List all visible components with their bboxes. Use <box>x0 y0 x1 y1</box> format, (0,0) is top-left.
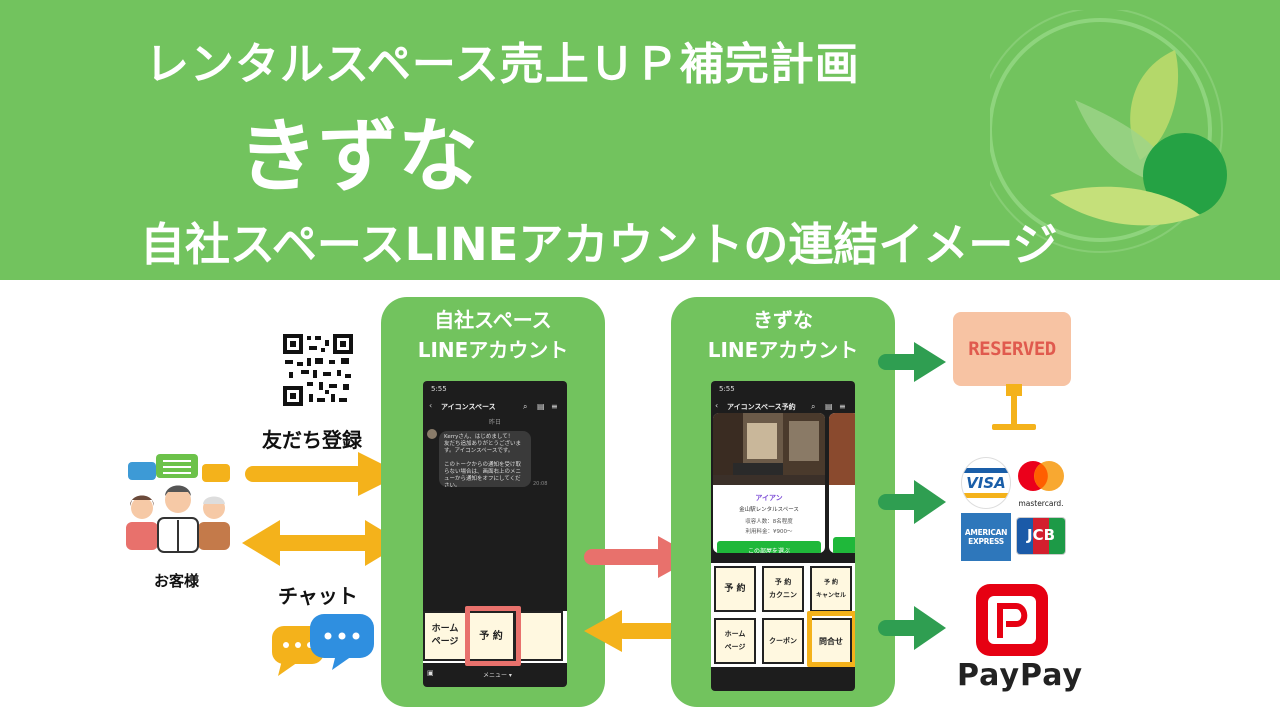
paypay-p-icon <box>988 596 1036 644</box>
keyboard-icon[interactable]: ▣ <box>427 669 434 677</box>
chat-bubbles-icon <box>272 614 374 676</box>
own-space-panel-title: 自社スペース LINEアカウント <box>417 308 569 362</box>
paypay-text: PayPay <box>957 658 1084 693</box>
paypay-logo <box>976 584 1048 656</box>
menu-icon[interactable]: ≡ <box>551 402 558 411</box>
room-sub: 金山駅レンタルスペース <box>739 507 799 513</box>
header-banner: レンタルスペース売上ＵＰ補完計画 きずな 自社スペースLINEアカウントの連結イ… <box>0 0 1280 280</box>
rich-menu: ホーム ページ 予 約 <box>423 611 567 663</box>
select-room-button[interactable]: この部屋を選ぶ <box>717 541 821 553</box>
jcb-text: JCB <box>1026 526 1056 544</box>
rich-menu-home[interactable]: ホーム ページ <box>714 618 756 664</box>
customer-label: お客様 <box>154 572 200 590</box>
mastercard-text: mastercard. <box>1018 499 1064 508</box>
account-name: アイコンスペース予約 <box>727 403 796 411</box>
room-card[interactable]: アイアン 金山駅レンタルスペース 収容人数：8名程度 利用料金：¥900〜 この… <box>713 413 825 553</box>
room-capacity: 収容人数：8名程度 <box>745 519 793 525</box>
qr-code-icon <box>281 332 355 408</box>
room-photo-icon <box>713 413 825 485</box>
room-name: アイアン <box>755 494 783 502</box>
next-room-card[interactable] <box>829 413 855 553</box>
contact-highlight <box>807 611 855 667</box>
title-line-3: 自社スペースLINEアカウントの連結イメージ <box>140 218 1058 271</box>
note-icon[interactable]: ▤ <box>537 402 545 411</box>
note-icon[interactable]: ▤ <box>825 402 833 411</box>
kizuna-phone-screen: 5:55 ‹ アイコンスペース予約 ⌕ ▤ ≡ アイアン 金山駅レンタルスペース… <box>711 381 855 691</box>
rich-menu-reserve[interactable]: 予 約 <box>714 566 756 612</box>
own-space-line-panel: 自社スペース LINEアカウント 5:55 ‹ アイコンスペース ⌕ ▤ ≡ 昨… <box>381 297 605 707</box>
search-icon[interactable]: ⌕ <box>811 402 816 411</box>
rich-menu-coupon[interactable]: クーポン <box>762 618 804 664</box>
rich-menu-reserve-cancel[interactable]: 予 約 キャンセル <box>810 566 852 612</box>
date-label: 昨日 <box>489 419 502 426</box>
message-time: 20:08 <box>533 481 548 487</box>
reserved-text: RESERVED <box>968 338 1056 360</box>
amex-line1: AMERICAN <box>964 528 1008 537</box>
amex-line2: EXPRESS <box>968 537 1004 546</box>
rich-menu-reserve-check[interactable]: 予 約 カクニン <box>762 566 804 612</box>
friend-register-label: 友だち登録 <box>262 428 362 452</box>
rich-menu-home[interactable]: ホーム ページ <box>423 611 467 661</box>
back-icon[interactable]: ‹ <box>715 401 719 410</box>
leaf-logo-icon <box>990 10 1227 253</box>
phone-time: 5:55 <box>719 385 735 393</box>
rich-menu-empty[interactable] <box>515 611 563 661</box>
title-line-1: レンタルスペース売上ＵＰ補完計画 <box>145 39 860 90</box>
menu-icon[interactable]: ≡ <box>839 402 846 411</box>
register-arrow-icon <box>245 452 402 496</box>
jcb-logo: JCB <box>1016 517 1066 555</box>
title-line-2: きずな <box>238 110 478 203</box>
customers-icon <box>126 454 230 553</box>
avatar <box>427 429 437 439</box>
kizuna-panel-title: きずな LINEアカウント <box>707 308 859 362</box>
back-icon[interactable]: ‹ <box>429 401 433 410</box>
mastercard-icon <box>1018 461 1064 491</box>
room-price: 利用料金：¥900〜 <box>745 529 793 535</box>
kizuna-line-panel: きずな LINEアカウント 5:55 ‹ アイコンスペース予約 ⌕ ▤ ≡ アイ… <box>671 297 895 707</box>
account-name: アイコンスペース <box>441 403 496 411</box>
phone-time: 5:55 <box>431 385 447 393</box>
search-icon[interactable]: ⌕ <box>523 402 528 411</box>
visa-text: VISA <box>966 474 1006 492</box>
own-space-phone-screen: 5:55 ‹ アイコンスペース ⌕ ▤ ≡ 昨日 Kerryさん、はじめまして！… <box>423 381 567 687</box>
amex-logo: AMERICAN EXPRESS <box>961 513 1011 561</box>
welcome-message: Kerryさん、はじめまして！ 友だち追加ありがとうございます。アイコンスペース… <box>439 431 531 487</box>
reserved-sign: RESERVED <box>953 312 1071 386</box>
paypay-arrow-icon <box>878 606 946 650</box>
reserved-arrow-icon <box>878 342 946 382</box>
visa-logo: VISA <box>961 457 1011 509</box>
reserved-stand-icon <box>992 384 1036 430</box>
chat-label: チャット <box>278 584 358 608</box>
payment-arrow-icon <box>878 480 946 524</box>
reserve-highlight <box>465 606 521 666</box>
mastercard-logo: mastercard. <box>1014 456 1068 510</box>
menu-toggle[interactable]: メニュー ▾ <box>483 672 512 679</box>
